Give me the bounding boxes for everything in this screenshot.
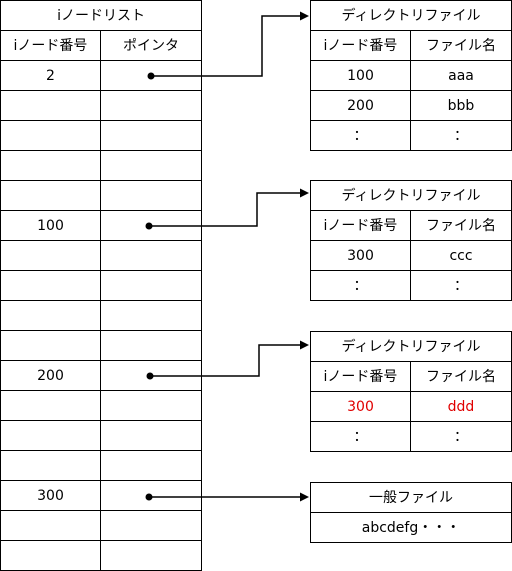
inode-number-header: iノード番号 [0,30,101,61]
inode-row [0,450,203,481]
inode-row: 100 [0,210,203,241]
inode-row [0,300,203,331]
arrowhead-4 [300,492,309,502]
entry-file-name-highlighted: ddd [410,391,512,422]
directory-entry-row: ：： [310,421,512,452]
regular-file-content: abcdefg・・・ [310,512,512,543]
inode-number-cell [0,390,101,421]
inode-number-cell [0,540,101,571]
inode-row [0,240,203,271]
inode-number-header: iノード番号 [310,210,411,241]
inode-number-cell: 100 [0,210,101,241]
pointer-cell [99,180,203,211]
pointer-dot-3 [146,372,154,380]
pointer-dot-2 [145,222,153,230]
entry-file-name: bbb [410,90,512,121]
pointer-cell [99,390,203,421]
inode-row: 200 [0,360,203,391]
pointer-cell [99,540,203,571]
inode-number-cell [0,450,101,481]
entry-inode: ： [310,270,411,301]
arrowhead-3 [300,340,309,350]
entry-file-name: aaa [410,60,512,91]
directory-entry-row: ：： [310,120,512,151]
inode-number-cell: 200 [0,360,101,391]
entry-inode-highlighted: 300 [310,391,411,422]
pointer-dot-1 [147,72,155,80]
file-name-header: ファイル名 [410,361,512,392]
inode-row [0,390,203,421]
file-name-header: ファイル名 [410,30,512,61]
inode-row [0,150,203,181]
directory-file-title: ディレクトリファイル [310,0,512,31]
inode-row [0,270,203,301]
inode-row [0,540,203,571]
file-name-header: ファイル名 [410,210,512,241]
entry-file-name: ： [410,421,512,452]
inode-list-table: iノードリスト iノード番号 ポインタ 2 100 200 300 [0,0,203,571]
regular-file-table: 一般ファイル abcdefg・・・ [310,482,512,543]
inode-row [0,510,203,541]
inode-number-cell [0,330,101,361]
inode-number-cell [0,300,101,331]
arrowhead-2 [300,188,309,198]
pointer-dot-4 [145,493,153,501]
entry-file-name: ccc [410,240,512,271]
entry-file-name: ： [410,270,512,301]
directory-entry-row: ：： [310,270,512,301]
pointer-arrow-2 [149,192,301,227]
inode-row [0,180,203,211]
entry-inode: ： [310,421,411,452]
regular-file-title: 一般ファイル [310,482,512,513]
inode-number-cell [0,90,101,121]
inode-row: 300 [0,480,203,511]
directory-file-title: ディレクトリファイル [310,180,512,211]
arrowhead-1 [300,11,309,21]
pointer-arrow-3 [150,344,301,377]
inode-list-title: iノードリスト [0,0,203,31]
pointer-arrow-1 [151,15,302,77]
pointer-cell [99,300,203,331]
inode-row [0,90,203,121]
entry-file-name: ： [410,120,512,151]
entry-inode: 200 [310,90,411,121]
pointer-cell [99,270,203,301]
directory-file-title: ディレクトリファイル [310,331,512,362]
inode-number-cell: 2 [0,60,101,91]
inode-row [0,420,203,451]
inode-number-cell [0,270,101,301]
